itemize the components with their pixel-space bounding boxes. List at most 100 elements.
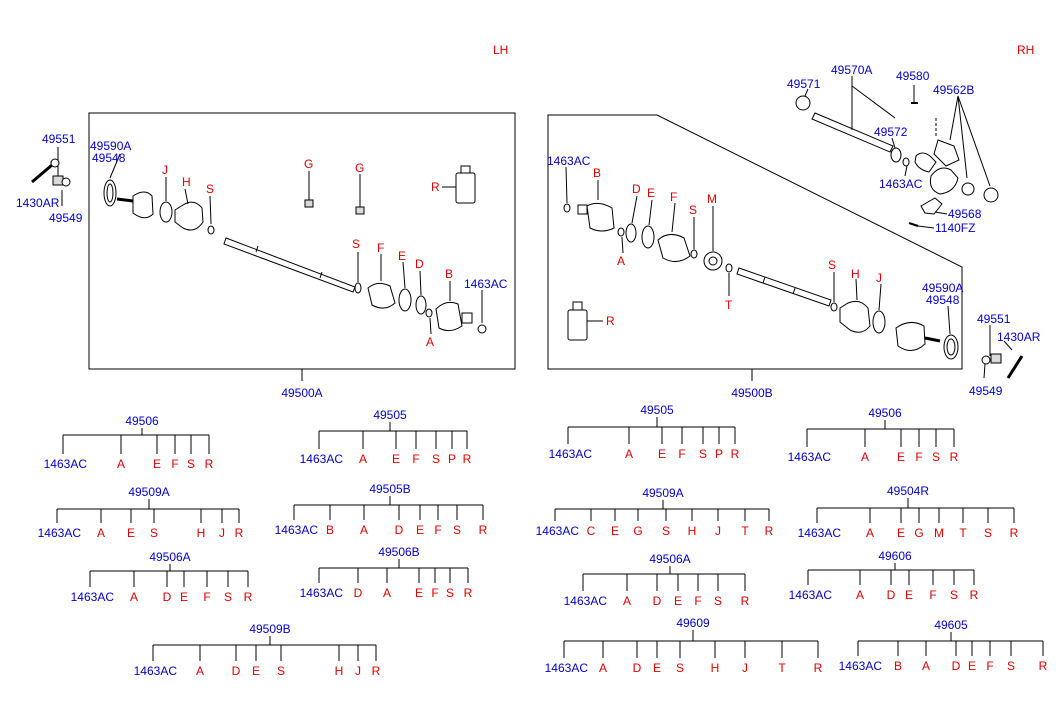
kit-item-label[interactable]: C	[587, 524, 596, 538]
lh-label-s1[interactable]: S	[206, 182, 214, 196]
kit-title[interactable]: 49505B	[369, 482, 410, 496]
rh-label-r[interactable]: R	[606, 314, 615, 328]
lh-boot-h[interactable]	[174, 201, 204, 231]
kit-item-label[interactable]: R	[731, 447, 740, 461]
kit-item-label[interactable]: S	[150, 526, 158, 540]
kit-item-label[interactable]: R	[372, 664, 381, 678]
kit-item-label[interactable]: E	[252, 664, 260, 678]
rh-label-49562B[interactable]: 49562B	[933, 83, 974, 97]
kit-item-label[interactable]: R	[463, 452, 472, 466]
kit-item-label[interactable]: S	[984, 526, 992, 540]
kit-item-label[interactable]: 1463AC	[564, 594, 608, 608]
rh-washer-shape[interactable]	[981, 355, 991, 365]
lh-label-49548[interactable]: 49548	[92, 151, 126, 165]
kit-item-label[interactable]: E	[658, 447, 666, 461]
kit-item-label[interactable]: T	[959, 526, 967, 540]
lh-label-b[interactable]: B	[445, 267, 453, 281]
kit-item-label[interactable]: E	[653, 661, 661, 675]
kit-item-label[interactable]: R	[479, 523, 488, 537]
kit-item-label[interactable]: S	[187, 457, 195, 471]
lh-label-a[interactable]: A	[426, 335, 434, 349]
rh-seal-49572[interactable]	[890, 147, 902, 163]
kit-item-label[interactable]: F	[915, 450, 922, 464]
kit-item-label[interactable]: B	[326, 523, 334, 537]
kit-item-label[interactable]: E	[611, 524, 619, 538]
kit-item-label[interactable]: R	[205, 457, 214, 471]
rh-label-49580[interactable]: 49580	[896, 69, 930, 83]
lh-label-h[interactable]: H	[182, 175, 191, 189]
rh-clip-s1[interactable]	[690, 249, 698, 259]
kit-item-label[interactable]: F	[678, 447, 685, 461]
kit-item-label[interactable]: D	[952, 659, 961, 673]
lh-assembly-number[interactable]: 49500A	[281, 386, 322, 400]
kit-title[interactable]: 49506A	[649, 552, 690, 566]
kit-item-label[interactable]: F	[434, 523, 441, 537]
lh-label-1430AR[interactable]: 1430AR	[16, 196, 60, 210]
kit-title[interactable]: 49506	[868, 406, 902, 420]
kit-item-label[interactable]: E	[153, 457, 161, 471]
kit-item-label[interactable]: B	[894, 659, 902, 673]
kit-item-label[interactable]: E	[416, 523, 424, 537]
kit-title[interactable]: 49505	[373, 408, 407, 422]
lh-label-49590A[interactable]: 49590A	[90, 139, 131, 153]
rh-label-a[interactable]: A	[617, 254, 625, 268]
rh-bracket-49562B[interactable]	[929, 167, 959, 195]
lh-shaft-body[interactable]	[223, 237, 356, 293]
kit-item-label[interactable]: R	[970, 588, 979, 602]
kit-item-label[interactable]: A	[117, 457, 125, 471]
kit-title[interactable]: 49504R	[887, 484, 929, 498]
lh-label-j[interactable]: J	[162, 163, 168, 177]
kit-item-label[interactable]: 1463AC	[300, 452, 344, 466]
kit-item-label[interactable]: D	[653, 594, 662, 608]
kit-item-label[interactable]: A	[383, 586, 391, 600]
kit-item-label[interactable]: S	[950, 588, 958, 602]
rh-label-s2[interactable]: S	[828, 258, 836, 272]
kit-item-label[interactable]: E	[127, 526, 135, 540]
rh-label-h[interactable]: H	[851, 267, 860, 281]
kit-item-label[interactable]: S	[676, 661, 684, 675]
kit-item-label[interactable]: P	[715, 447, 723, 461]
kit-item-label[interactable]: A	[196, 664, 204, 678]
kit-title[interactable]: 49505	[640, 403, 674, 417]
kit-item-label[interactable]: 1463AC	[788, 450, 832, 464]
rh-bearing-ring-2[interactable]	[983, 187, 999, 203]
rh-damper-m[interactable]	[703, 251, 723, 271]
kit-item-label[interactable]: S	[932, 450, 940, 464]
kit-item-label[interactable]: F	[694, 594, 701, 608]
kit-item-label[interactable]: D	[395, 523, 404, 537]
kit-title[interactable]: 49509A	[642, 486, 683, 500]
rh-circlip-1463AC[interactable]	[563, 203, 571, 213]
kit-item-label[interactable]: J	[742, 661, 748, 675]
rh-label-e[interactable]: E	[647, 186, 655, 200]
kit-item-label[interactable]: 1463AC	[839, 659, 883, 673]
rh-label-j[interactable]: J	[876, 271, 882, 285]
rh-bearing-ring-1[interactable]	[961, 182, 975, 196]
rh-label-49572[interactable]: 49572	[874, 125, 908, 139]
kit-item-label[interactable]: R	[814, 661, 823, 675]
rh-label-s1[interactable]: S	[689, 203, 697, 217]
kit-item-label[interactable]: A	[97, 526, 105, 540]
kit-item-label[interactable]: E	[674, 594, 682, 608]
kit-item-label[interactable]: R	[741, 594, 750, 608]
kit-item-label[interactable]: 1463AC	[71, 590, 115, 604]
kit-item-label[interactable]: 1463AC	[275, 523, 319, 537]
kit-item-label[interactable]: A	[625, 447, 633, 461]
kit-item-label[interactable]: R	[1039, 659, 1048, 673]
kit-item-label[interactable]: F	[412, 452, 419, 466]
lh-label-g2[interactable]: G	[355, 161, 364, 175]
kit-item-label[interactable]: 1463AC	[798, 526, 842, 540]
rh-assembly-number[interactable]: 49500B	[731, 386, 772, 400]
kit-title[interactable]: 49609	[676, 616, 710, 630]
kit-item-label[interactable]: S	[453, 523, 461, 537]
kit-item-label[interactable]: F	[929, 588, 936, 602]
kit-item-label[interactable]: 1463AC	[38, 526, 82, 540]
rh-bracket-ring[interactable]	[914, 152, 937, 173]
rh-clamp-e[interactable]	[641, 225, 655, 249]
rh-clip-s2[interactable]	[830, 302, 838, 312]
kit-item-label[interactable]: 1463AC	[44, 457, 88, 471]
kit-item-label[interactable]: A	[922, 659, 930, 673]
lh-label-e[interactable]: E	[398, 249, 406, 263]
rh-label-49568[interactable]: 49568	[948, 207, 982, 221]
rh-shaft-body[interactable]	[736, 267, 832, 307]
kit-item-label[interactable]: A	[861, 450, 869, 464]
